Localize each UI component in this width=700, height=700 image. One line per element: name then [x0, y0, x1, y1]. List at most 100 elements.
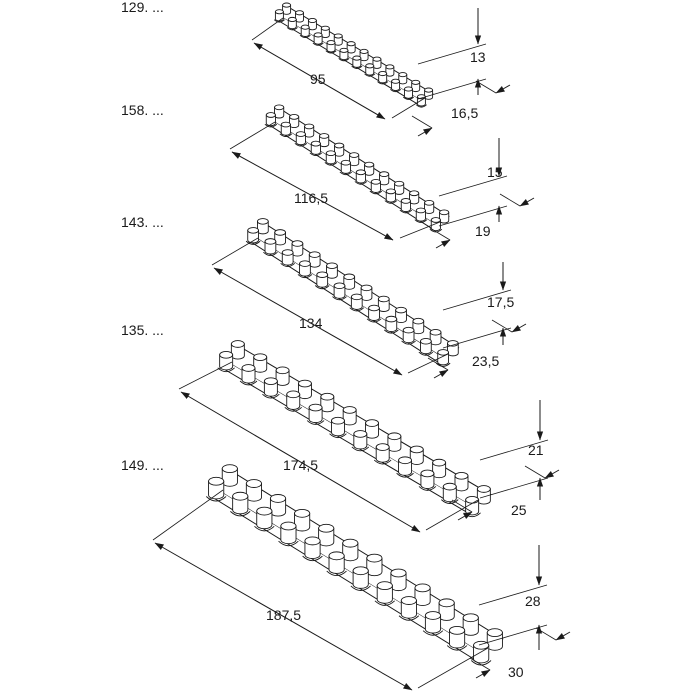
screw-head [398, 72, 408, 78]
row-2-height-label: 15 [487, 164, 503, 180]
screw-head [326, 40, 336, 46]
length-extension-line [425, 499, 479, 531]
screw-head [269, 494, 287, 503]
screw-head [372, 56, 382, 62]
screw-head [364, 161, 375, 168]
screw-head [366, 553, 383, 563]
screw-head [257, 218, 269, 225]
clamp-saddle [299, 34, 311, 39]
screw-head [333, 33, 343, 39]
screw-head [430, 217, 441, 223]
length-dimension-line-5 [154, 542, 413, 691]
length-extension-line [391, 97, 426, 119]
screw-head [219, 350, 234, 359]
clamp-saddle [399, 209, 413, 214]
screw-head [274, 9, 284, 15]
length-dimension-line-4 [180, 391, 421, 533]
screw-head [375, 443, 390, 451]
screw-housing-front [420, 472, 435, 489]
row-3-height-label: 17,5 [487, 294, 515, 310]
clamp-saddle [415, 104, 427, 108]
row-3-length-label: 134 [299, 315, 323, 331]
screw-head [420, 337, 432, 345]
width-dimension-2-arrow-a [435, 239, 451, 249]
width-extension-line [524, 465, 546, 479]
screw-head [339, 47, 349, 53]
screw-head [281, 249, 294, 256]
screw-head [387, 432, 402, 441]
screw-head [286, 390, 301, 399]
screw-housing-front [442, 486, 457, 503]
screw-head [398, 456, 413, 465]
screw-head [289, 114, 300, 120]
width-dimension-4-arrow-b [544, 469, 560, 479]
screw-head [319, 133, 330, 139]
row-2-length-label: 116,5 [294, 190, 328, 206]
width-dimension-1-arrow-b [495, 84, 511, 94]
screw-housing-front [420, 340, 432, 355]
screw-head [400, 596, 417, 605]
length-extension-line [152, 489, 224, 541]
screw-head [316, 271, 329, 278]
clamp-saddle [435, 362, 451, 367]
length-extension-line [417, 647, 489, 689]
screw-head [331, 416, 345, 425]
height-extension-line [438, 205, 508, 227]
screw-head [378, 71, 388, 77]
width-extension-line [451, 499, 473, 513]
width-dimension-2-arrow-b [519, 197, 535, 207]
screw-head [409, 445, 424, 454]
screw-head [307, 17, 317, 24]
screw-head [409, 190, 420, 197]
width-dimension-5-arrow-b [555, 631, 571, 641]
screw-head [385, 315, 398, 323]
strip-body [250, 225, 460, 358]
screw-head [360, 284, 373, 292]
height-extension-line [478, 584, 548, 606]
screw-head [295, 131, 306, 137]
length-extension-line [229, 121, 276, 150]
screw-head [328, 551, 345, 561]
screw-head [287, 16, 297, 22]
screw-head [295, 10, 304, 16]
width-dimension-1-arrow-a [417, 127, 433, 137]
screw-housing-front [264, 240, 277, 255]
row-2-code: 158. ... [121, 102, 164, 118]
screw-head [346, 41, 356, 47]
width-extension-line [491, 319, 513, 333]
screw-housing-front [402, 329, 415, 344]
screw-housing-front [400, 200, 411, 212]
screw-head [326, 262, 338, 269]
screw-head [437, 349, 449, 356]
width-extension-line [429, 227, 451, 241]
row-4-code: 135. ... [121, 322, 164, 338]
row-1-length-label: 95 [310, 71, 326, 87]
length-dimension-line-1 [253, 42, 386, 120]
screw-head [394, 180, 405, 187]
length-extension-line [211, 237, 259, 266]
screw-head [343, 273, 356, 281]
screw-head [400, 198, 411, 204]
screw-head [325, 150, 336, 157]
clamp-saddle [414, 219, 428, 223]
screw-head [208, 476, 225, 486]
height-extension-line [479, 439, 549, 461]
screw-head [476, 485, 491, 493]
screw-head [385, 188, 396, 195]
row-1-code: 129. ... [121, 0, 164, 15]
screw-head [334, 142, 345, 149]
width-dimension-3-arrow-a [433, 369, 449, 379]
screw-head [352, 566, 369, 576]
clamp-saddle [446, 645, 468, 651]
clamp-saddle [401, 340, 416, 345]
screw-head [391, 78, 401, 84]
width-extension-line [535, 627, 557, 641]
screw-head [274, 104, 285, 111]
screw-head [353, 430, 368, 438]
height-extension-line [417, 78, 487, 100]
screw-head [340, 159, 351, 166]
screw-head [263, 377, 278, 386]
screw-head [420, 469, 435, 478]
screw-head [449, 625, 466, 635]
